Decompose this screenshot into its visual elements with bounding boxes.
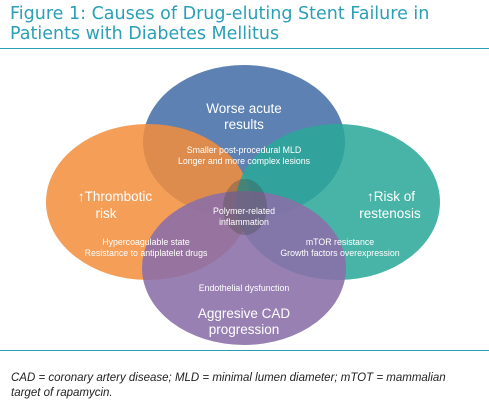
center-overlap (223, 179, 267, 235)
right-title-line2: restenosis (359, 206, 421, 221)
circle-aggresive-cad-progression (142, 191, 346, 345)
left-detail-line1: Hypercoagulable state (102, 237, 190, 247)
right-detail-line1: mTOR resistance (306, 237, 374, 247)
left-title-line2: risk (96, 206, 117, 221)
up-arrow-icon: ↑ (367, 189, 374, 204)
up-arrow-icon: ↑ (78, 189, 85, 204)
figure-caption: CAD = coronary artery disease; MLD = min… (11, 371, 446, 399)
top-detail-line1: Smaller post-procedural MLD (187, 145, 301, 155)
bottom-detail-line1: Endothelial dysfunction (199, 283, 290, 293)
top-detail-line2: Longer and more complex lesions (178, 156, 311, 166)
venn-diagram: Worse acute results Smaller post-procedu… (46, 65, 440, 345)
bottom-title-line1: Aggresive CAD (198, 306, 291, 321)
top-title-line1: Worse acute (206, 101, 282, 116)
right-detail-line2: Growth factors overexpression (280, 248, 399, 258)
left-title-line1: ↑Thrombotic (78, 189, 153, 204)
left-detail-line2: Resistance to antiplatelet drugs (85, 248, 208, 258)
top-title-line2: results (224, 117, 264, 132)
center-line1: Polymer-related (213, 206, 275, 216)
caption-divider (0, 350, 489, 351)
title-divider (0, 48, 489, 49)
right-title-text: Risk of (374, 189, 416, 204)
figure-title: Figure 1: Causes of Drug-eluting Stent F… (10, 4, 430, 44)
right-title-line1: ↑Risk of (367, 189, 415, 204)
center-line2: inflammation (219, 217, 269, 227)
bottom-title-line2: progression (209, 322, 280, 337)
left-title-text: Thrombotic (85, 189, 153, 204)
